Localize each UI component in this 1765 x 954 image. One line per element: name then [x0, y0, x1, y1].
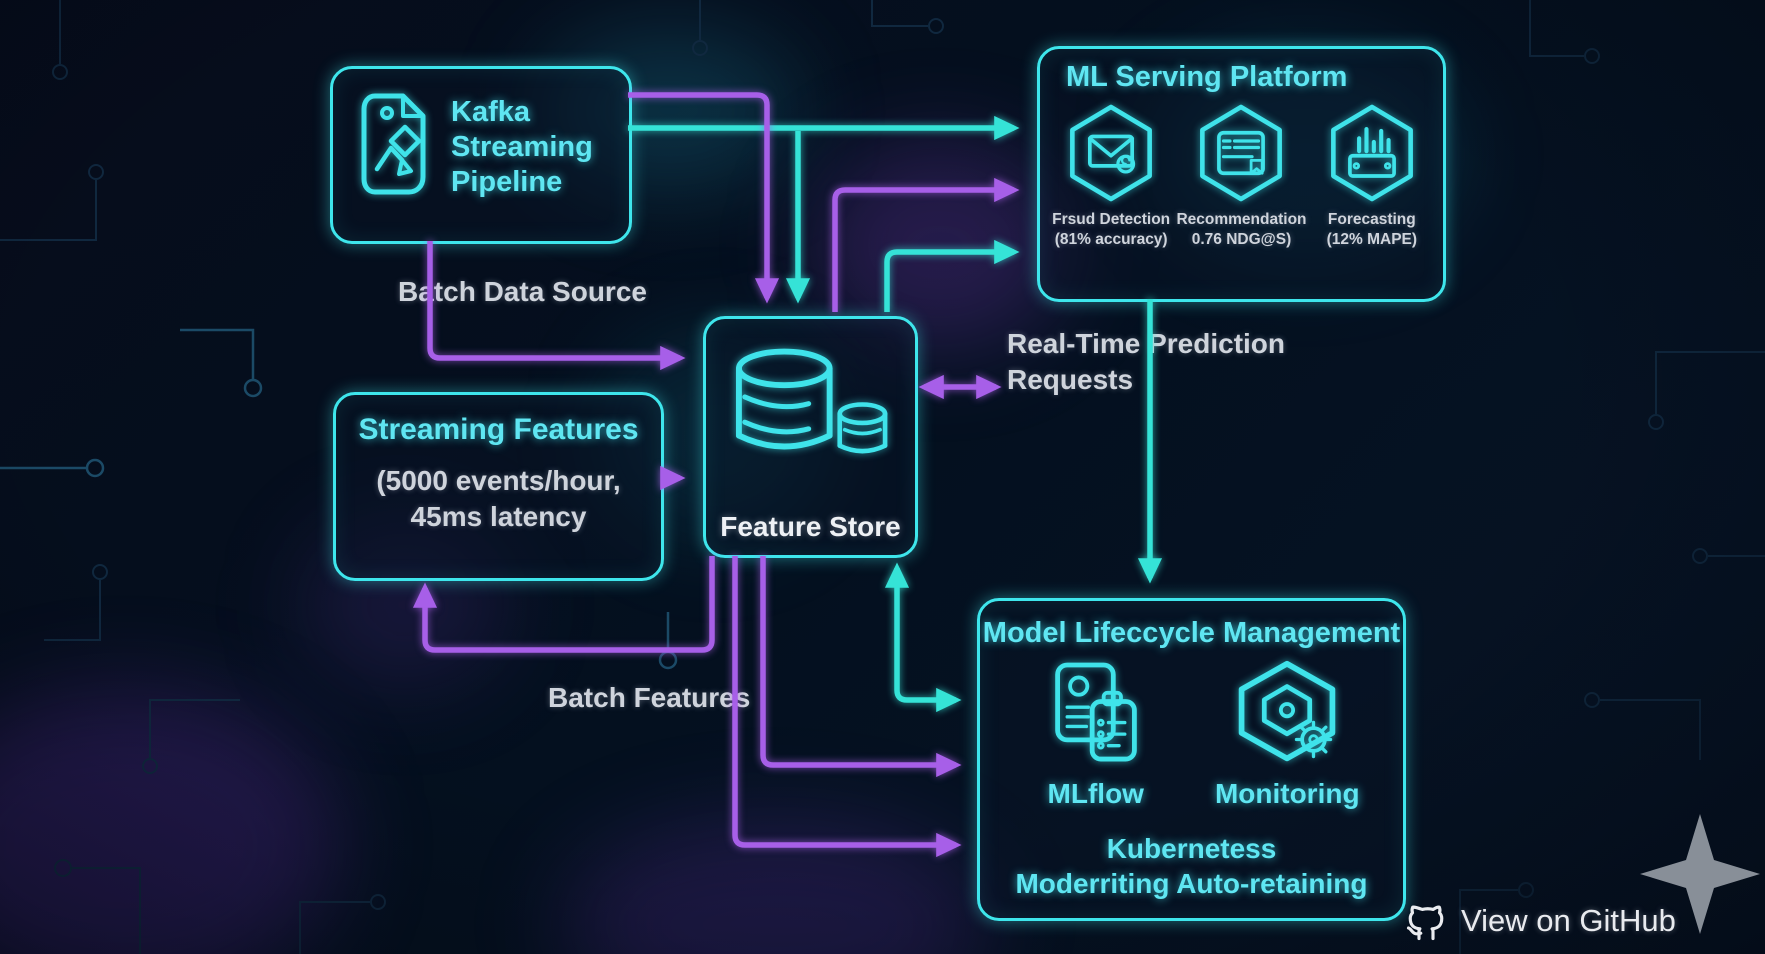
model-lifecycle-management-box: Model Lifeccycle Management MLflow — [977, 598, 1406, 921]
github-link-text: View on GitHub — [1461, 903, 1676, 938]
feature-store-label: Feature Store — [720, 511, 901, 542]
arrow-feature-store-to-ml-serving — [884, 239, 1020, 312]
arrow-kafka-to-feature-store-top — [628, 92, 780, 304]
recommendation-card-hexagon-icon — [1200, 104, 1283, 202]
batch-data-source-label: Batch Data Source — [398, 276, 647, 307]
forecasting-label: Forecasting — [1327, 211, 1416, 228]
streaming-features-stats-line-1: (5000 events/hour, — [376, 465, 621, 496]
kafka-title-line-2: Streaming — [451, 131, 593, 163]
mlflow-label: MLflow — [1047, 778, 1144, 809]
forecasting-item: Forecasting (12% MAPE) — [1307, 103, 1437, 249]
model-lifecycle-title: Model Lifeccycle Management — [982, 617, 1401, 649]
kafka-streaming-pipeline-box: Kafka Streaming Pipeline — [330, 66, 632, 244]
arrow-feature-store-model-lifecycle-bidir — [884, 562, 962, 713]
kafka-document-icon — [361, 93, 426, 195]
mlflow-registry-icon — [1054, 662, 1137, 762]
streaming-features-box: Streaming Features (5000 events/hour, 45… — [333, 392, 664, 581]
fraud-envelope-hexagon-icon — [1070, 104, 1153, 202]
arrow-feature-store-to-retraining — [732, 556, 962, 858]
batch-features-label: Batch Features — [548, 682, 751, 713]
real-time-prediction-label: Real-Time Prediction Requests — [1007, 326, 1285, 398]
recommendation-metric: 0.76 NDG@S) — [1191, 231, 1292, 248]
fraud-detection-label: Frsud Detection — [1052, 211, 1171, 228]
streaming-features-title: Streaming Features — [358, 413, 639, 446]
feature-store-box: Feature Store — [703, 316, 918, 558]
monitoring-gear-hexagon-icon — [1238, 660, 1336, 762]
real-time-prediction-line-2: Requests — [1007, 364, 1134, 395]
fraud-detection-item: Frsud Detection (81% accuracy) — [1046, 103, 1176, 249]
github-link[interactable]: View on GitHub — [1405, 900, 1676, 942]
auto-retraining-line: Moderriting Auto-retaining — [1015, 868, 1368, 899]
arrow-feature-store-to-ml-serving-purple — [832, 177, 1020, 312]
fraud-detection-metric: (81% accuracy) — [1054, 231, 1168, 248]
recommendation-label: Recommendation — [1176, 211, 1307, 228]
forecasting-metric: (12% MAPE) — [1326, 231, 1418, 248]
kafka-title-line-3: Pipeline — [451, 166, 563, 198]
monitoring-item: Monitoring — [1197, 659, 1377, 810]
database-icon — [735, 348, 888, 454]
glow-blob — [0, 690, 340, 954]
ml-serving-platform-box: ML Serving Platform Frsud Detection (81%… — [1037, 46, 1446, 302]
glow-blob — [560, 820, 990, 954]
streaming-features-stats-line-2: 45ms latency — [410, 501, 587, 532]
forecasting-bars-hexagon-icon — [1330, 104, 1413, 202]
arrow-feature-store-to-mlflow — [760, 556, 962, 778]
kafka-title-line-1: Kafka — [451, 96, 530, 128]
github-icon — [1406, 905, 1444, 941]
kubernetes-line: Kubernetess — [1106, 833, 1277, 864]
monitoring-label: Monitoring — [1214, 778, 1360, 809]
recommendation-item: Recommendation 0.76 NDG@S) — [1176, 103, 1307, 249]
ml-serving-platform-title: ML Serving Platform — [1066, 61, 1348, 93]
real-time-prediction-line-1: Real-Time Prediction — [1007, 328, 1286, 359]
mlflow-item: MLflow — [1006, 659, 1186, 810]
sparkle-decoration — [1640, 814, 1760, 934]
